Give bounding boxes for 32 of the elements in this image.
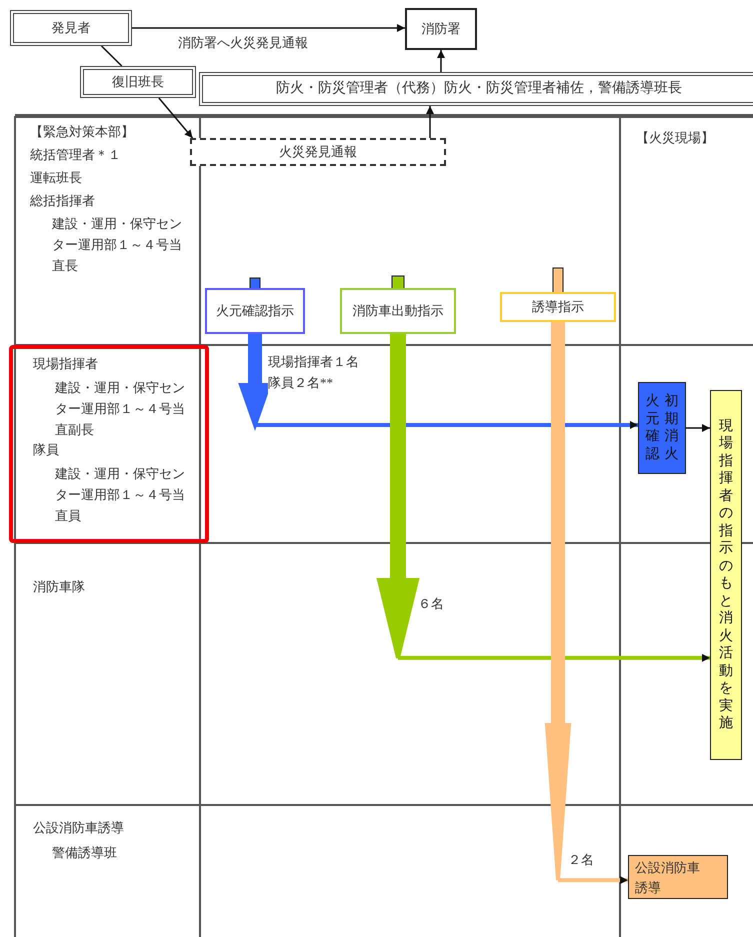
role-text: 運転班長: [30, 169, 82, 187]
role-text: 総括指揮者: [30, 192, 95, 210]
arrow: [686, 424, 710, 432]
section-heading: 【火災現場】: [636, 129, 714, 147]
instruction-box: 誘導指示: [500, 292, 616, 322]
role-text: 警備誘導班: [52, 844, 117, 862]
arrow: [437, 50, 445, 72]
arrow: [544, 320, 630, 884]
arrow: [426, 106, 434, 138]
action-box: 火元確認 初期消火: [638, 382, 686, 474]
report-box: 火災発見通報: [190, 138, 446, 166]
role-band: 防火・防災管理者（代務）防火・防災管理者補佐，警備誘導班長: [199, 72, 753, 106]
role-text: 現場指揮者: [33, 355, 98, 373]
action-box: 現場指揮者の指示のもと消火活動を実施: [710, 390, 742, 760]
arrow: [132, 24, 405, 32]
role-text: 建設・運用・保守センター運用部１～４号当直長: [52, 215, 183, 275]
role-text: 消防車隊: [33, 578, 85, 596]
arrow: [158, 98, 194, 138]
role-text: 隊員: [33, 441, 59, 459]
role-box: 復旧班長: [80, 66, 196, 98]
action-box: 公設消防車誘導: [628, 855, 728, 899]
instruction-box: 消防車出動指示: [340, 288, 456, 334]
person-box: 発見者: [10, 10, 132, 46]
section-heading: 【緊急対策本部】: [30, 123, 134, 141]
role-text: 公設消防車誘導: [33, 819, 124, 837]
role-text: 建設・運用・保守センター運用部１～４号当直員: [55, 465, 186, 525]
arrow: [376, 332, 712, 662]
station-box: 消防署: [405, 8, 477, 50]
role-text: 建設・運用・保守センター運用部１～４号当直副長: [55, 379, 186, 439]
arrow: [238, 332, 640, 432]
instruction-box: 火元確認指示: [205, 288, 305, 334]
role-text: 統括管理者＊１: [30, 146, 121, 164]
